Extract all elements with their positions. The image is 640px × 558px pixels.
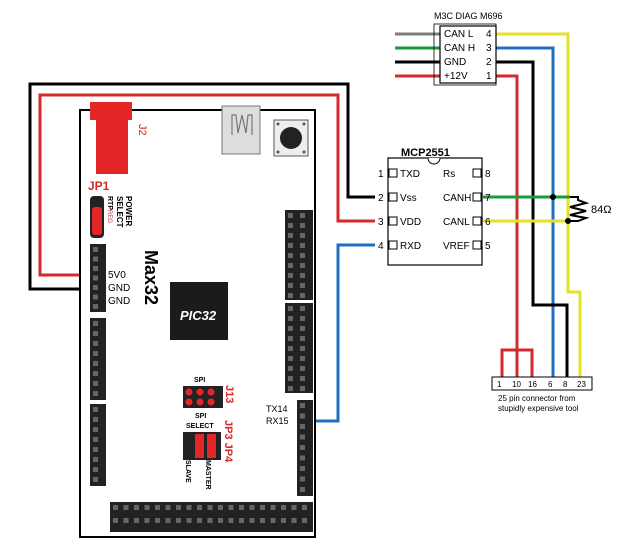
tool-pin-num: 23: [577, 380, 586, 389]
tool-pin-num: 8: [563, 380, 568, 389]
resistor-label: 84Ω: [591, 204, 611, 216]
tool-pin-num: 6: [548, 380, 553, 389]
connector-m3c: [439, 25, 497, 84]
tool-pin-num: 10: [512, 380, 521, 389]
mcp-left-pin-label: TXD: [400, 169, 420, 180]
connector-pin-label: +12V: [444, 71, 468, 82]
wire-red-12v: [496, 74, 519, 377]
mcp-left-pin-num: 4: [378, 241, 384, 252]
tx14-label: TX14: [266, 404, 288, 414]
jp3-jp4-label: JP3 JP4: [222, 420, 234, 463]
mcp-left-pin-label: RXD: [400, 241, 421, 252]
mcp-title: MCP2551: [401, 147, 450, 159]
select-label: SELECT: [115, 196, 124, 228]
left-header-2: [90, 404, 106, 486]
wire-rx-blue: [303, 243, 375, 423]
mcp-right-pin-num: 7: [485, 193, 491, 204]
j2-power-jack: [90, 102, 132, 120]
reg-label: REG: [106, 210, 112, 223]
j13-label: J13: [223, 385, 235, 403]
mcp-right-pin-label: CANH: [443, 193, 471, 204]
board-name: Max32: [141, 250, 161, 305]
connector-pin-num: 2: [486, 57, 492, 68]
mcp-right-pin-num: 6: [485, 217, 491, 228]
mcp-right-pin-label: Rs: [443, 169, 455, 180]
wire-gnd-black-board: [28, 82, 375, 291]
connector-caption-1: 25 pin connector from: [498, 394, 576, 403]
connector-pin-label: GND: [444, 57, 466, 68]
power-pin-label: GND: [108, 283, 130, 294]
connector-25pin: [491, 376, 593, 391]
spi-label: SPI: [194, 377, 205, 384]
power-label: POWER: [124, 196, 133, 226]
connector-title: M3C DIAG M696: [434, 11, 503, 21]
tool-pin-num: 16: [528, 380, 537, 389]
power-pin-label: 5V0: [108, 270, 126, 281]
pic32-label: PIC32: [180, 308, 217, 323]
mcp2551-chip: [387, 157, 483, 266]
wire-5v0-red: [38, 93, 375, 277]
usb-connector: [221, 105, 261, 155]
mcp-left-pin-num: 1: [378, 169, 384, 180]
connector-pin-label: CAN H: [444, 43, 475, 54]
connector-caption-2: stupidly expensive tool: [498, 404, 579, 413]
slave-label: SLAVE: [184, 460, 191, 483]
rx15-label: RX15: [266, 416, 289, 426]
spi-select-1: SPI: [195, 413, 206, 420]
jp1-label: JP1: [88, 179, 110, 193]
mcp-left-pin-label: VDD: [400, 217, 421, 228]
connector-pin-num: 3: [486, 43, 492, 54]
j2-label: J2: [136, 124, 148, 136]
connector-pin-label: CAN L: [444, 29, 474, 40]
left-header-1: [90, 318, 106, 400]
rtp-label: RTP: [106, 196, 113, 210]
wire-yellow-canl: [496, 32, 582, 377]
wire-black-gnd: [496, 60, 569, 377]
mcp-right-pin-label: CANL: [443, 217, 470, 228]
master-label: MASTER: [204, 460, 211, 490]
mcp-right-pin-label: VREF: [443, 241, 470, 252]
wire-blue-canh: [496, 46, 555, 377]
power-pin-label: GND: [108, 296, 130, 307]
connector-pin-num: 4: [486, 29, 492, 40]
connector-pin-num: 1: [486, 71, 492, 82]
resistor-84: [569, 196, 590, 222]
mcp-left-pin-num: 2: [378, 193, 384, 204]
tool-pin-num: 1: [497, 380, 502, 389]
spi-select-2: SELECT: [186, 423, 214, 430]
pic32-chip: [170, 282, 228, 340]
mcp-left-pin-num: 3: [378, 217, 384, 228]
mcp-left-pin-label: Vss: [400, 193, 417, 204]
mcp-right-pin-num: 8: [485, 169, 491, 180]
mcp-right-pin-num: 5: [485, 241, 491, 252]
